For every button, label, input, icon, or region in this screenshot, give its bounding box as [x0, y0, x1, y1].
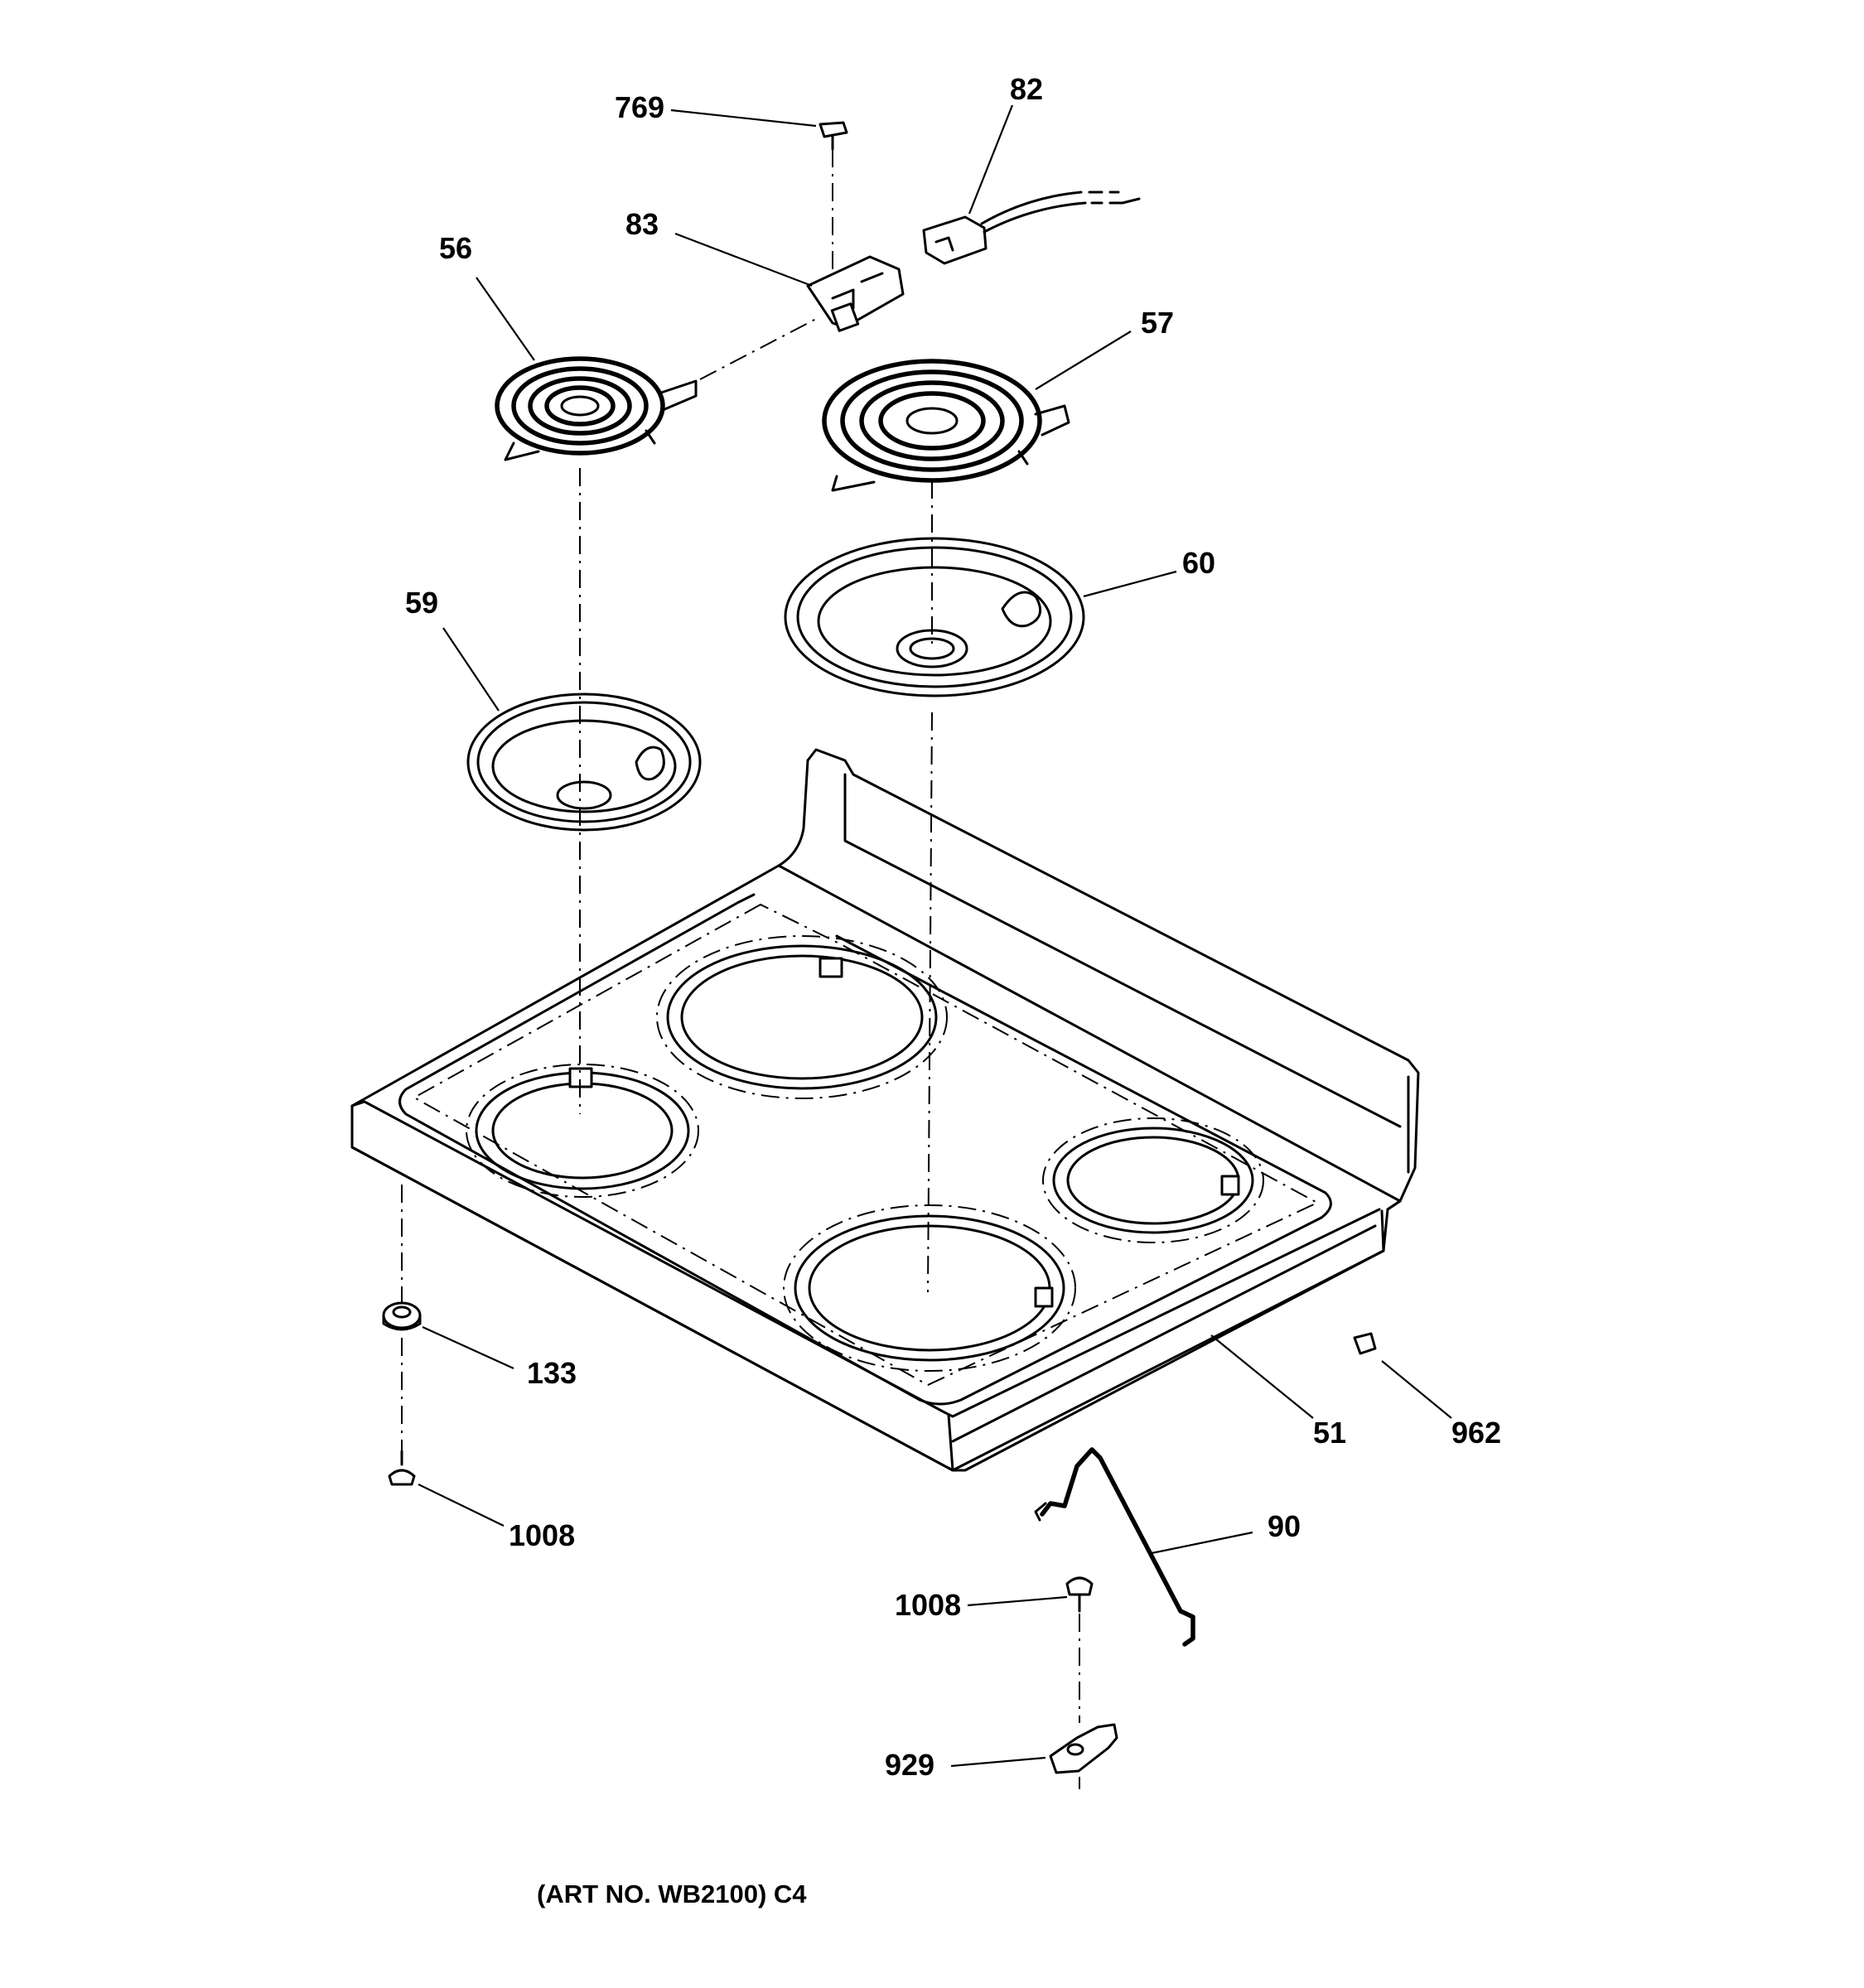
burner-opening-left-rear [656, 935, 948, 1099]
callout-133: 133 [527, 1356, 577, 1390]
callout-83: 83 [625, 207, 659, 241]
screw-1008-left [388, 1450, 416, 1486]
drip-pan-small [466, 692, 702, 832]
support-rod [1034, 1447, 1195, 1647]
surface-element-small [495, 356, 698, 461]
callout-1008-right: 1008 [895, 1588, 961, 1622]
burner-opening-right-front [783, 1204, 1076, 1372]
terminal-block [806, 255, 905, 332]
drip-pan-large [784, 537, 1085, 697]
screw-1008-right [1065, 1576, 1094, 1613]
callout-82: 82 [1010, 72, 1043, 106]
screw-769 [819, 121, 848, 151]
callout-51: 51 [1313, 1416, 1346, 1450]
clip-962 [1353, 1332, 1377, 1355]
callout-57: 57 [1141, 306, 1174, 340]
callout-59: 59 [405, 586, 438, 620]
burner-opening-right-rear [1042, 1117, 1264, 1243]
callout-1008-left: 1008 [509, 1518, 575, 1552]
callout-labels: 769 82 83 56 57 60 59 133 51 962 1008 90… [405, 72, 1501, 1782]
callout-962: 962 [1451, 1416, 1501, 1450]
leader-lines [418, 104, 1452, 1768]
bracket-929 [1049, 1723, 1118, 1774]
cooktop-main-top [350, 748, 1420, 1472]
alignment-lines [401, 149, 1080, 1789]
art-number-caption: (ART NO. WB2100) C4 [537, 1879, 807, 1908]
callout-60: 60 [1182, 546, 1215, 580]
callout-929: 929 [885, 1748, 934, 1782]
burner-opening-left-front [466, 1064, 699, 1198]
washer-133 [382, 1301, 422, 1331]
callout-769: 769 [615, 90, 664, 124]
pigtail-connector [922, 191, 1141, 265]
surface-element-large [822, 359, 1070, 492]
callout-56: 56 [439, 231, 472, 265]
callout-90: 90 [1268, 1509, 1301, 1543]
